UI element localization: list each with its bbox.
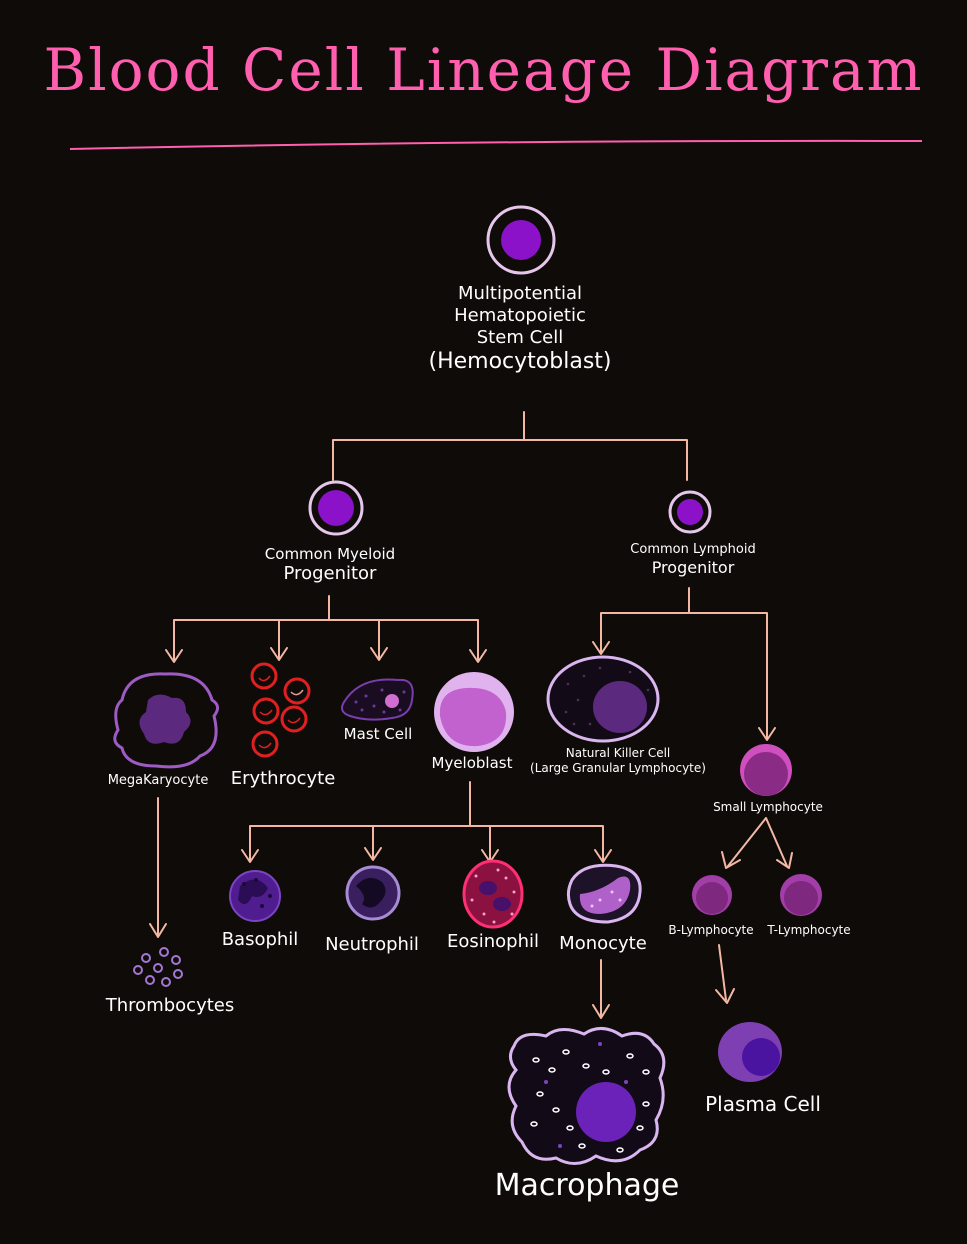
connector-b-lymphocyte: [715, 944, 735, 1004]
thrombocytes-label: Thrombocytes: [105, 995, 235, 1016]
megakaryocyte-icon: [113, 672, 219, 769]
arrowhead: [165, 647, 487, 663]
monocyte-icon: [566, 863, 642, 924]
thrombocytes-icon: [133, 947, 183, 987]
myeloid-progenitor-icon: [308, 480, 364, 536]
plasma-cell-icon: [718, 1022, 782, 1082]
connector-megakaryocyte: [149, 797, 167, 938]
basophil-label: Basophil: [221, 929, 299, 950]
macrophage-icon: [507, 1027, 666, 1165]
plasma-cell-label: Plasma Cell: [705, 1092, 821, 1116]
erythrocyte-icon: [250, 662, 311, 758]
label-line: Progenitor: [651, 557, 735, 577]
nk-cell-label: Natural Killer Cell (Large Granular Lymp…: [530, 746, 706, 775]
diagram-title: Blood Cell Lineage Diagram: [43, 36, 924, 104]
connector-myeloid: [173, 595, 479, 661]
t-lymphocyte-label: T-Lymphocyte: [767, 923, 851, 937]
nk-cell-icon: [546, 655, 660, 743]
label-line: Common Lymphoid: [630, 542, 756, 557]
lymphoid-progenitor-label: Common Lymphoid Progenitor: [630, 542, 755, 577]
monocyte-label: Monocyte: [559, 933, 647, 954]
label-line: Multipotential: [457, 283, 583, 304]
label-line: Common Myeloid: [264, 545, 396, 563]
connector-small-lymphocyte: [721, 817, 793, 869]
macrophage-label: Macrophage: [494, 1168, 680, 1203]
label-line: Hematopoietic: [454, 304, 586, 326]
small-lymphocyte-label: Small Lymphocyte: [713, 800, 823, 814]
b-lymphocyte-label: B-Lymphocyte: [668, 923, 754, 937]
eosinophil-icon: [462, 859, 524, 929]
connector-stem: [332, 411, 688, 481]
label-line: (Large Granular Lymphocyte): [530, 760, 706, 775]
label-line: Stem Cell: [476, 326, 564, 348]
eosinophil-label: Eosinophil: [446, 931, 540, 952]
stem-cell-label: Multipotential Hematopoietic Stem Cell (…: [429, 283, 612, 376]
erythrocyte-label: Erythrocyte: [230, 768, 336, 789]
b-lymphocyte-icon: [692, 875, 732, 915]
title-underline: [69, 139, 923, 150]
t-lymphocyte-icon: [780, 874, 822, 916]
mast-cell-icon: [341, 678, 414, 721]
connector-myeloblast: [249, 781, 604, 861]
megakaryocyte-label: MegaKaryocyte: [107, 773, 209, 788]
label-line: Progenitor: [283, 563, 377, 585]
connector-lymphoid: [600, 587, 768, 739]
myeloblast-icon: [434, 672, 514, 752]
stem-cell-icon: [486, 205, 556, 275]
label-line: Natural Killer Cell: [565, 746, 671, 760]
arrowhead: [592, 641, 776, 741]
mast-cell-label: Mast Cell: [343, 725, 413, 743]
basophil-icon: [229, 870, 281, 922]
arrowhead: [241, 847, 612, 863]
neutrophil-icon: [345, 865, 401, 921]
myeloblast-label: Myeloblast: [431, 754, 513, 772]
connector-monocyte: [592, 959, 610, 1019]
lymphoid-progenitor-icon: [668, 490, 712, 534]
myeloid-progenitor-label: Common Myeloid Progenitor: [265, 545, 395, 585]
neutrophil-label: Neutrophil: [325, 934, 419, 955]
label-line: (Hemocytoblast): [428, 348, 612, 374]
small-lymphocyte-icon: [740, 744, 792, 796]
